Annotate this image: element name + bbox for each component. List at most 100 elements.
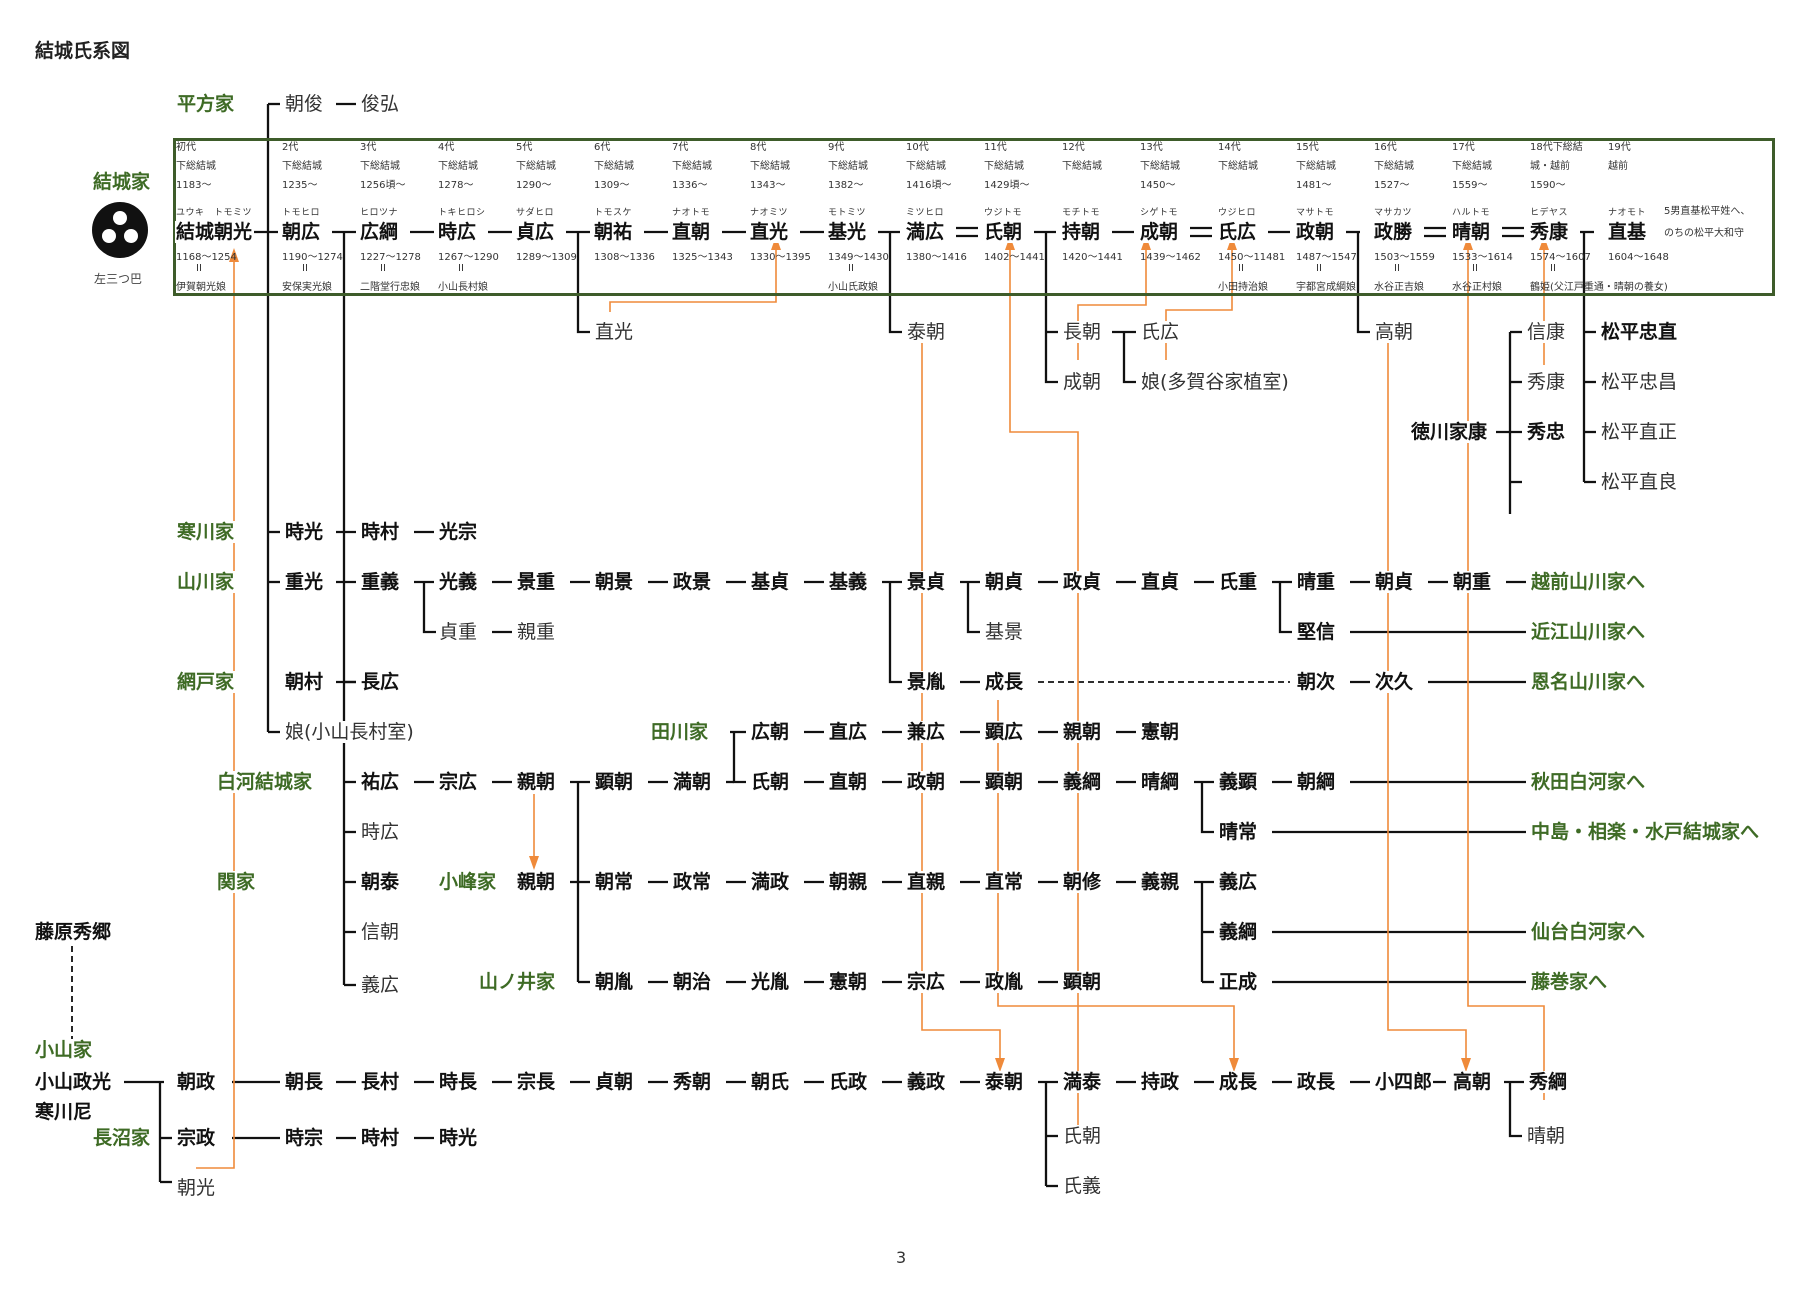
person: 政胤 — [984, 971, 1025, 993]
legend-lifespan: 1325〜1343 — [672, 252, 733, 263]
marriage-mark: II — [848, 263, 854, 274]
person: 義綱 — [1062, 771, 1103, 793]
legend-gen: 2代 — [282, 142, 299, 153]
legend-location: 下総結城 — [516, 161, 556, 172]
person: 政常 — [672, 871, 713, 893]
person: 義綱 — [1218, 921, 1259, 943]
person: 朝長 — [284, 1071, 325, 1093]
legend-location: 下総結城 — [176, 161, 216, 172]
branch-label-naganuma: 長沼家 — [92, 1127, 152, 1149]
branch-destination: 仙台白河家へ — [1530, 921, 1647, 943]
person-matsudaira-tadamasa: 松平忠昌 — [1600, 371, 1679, 393]
person-takatomo: 高朝 — [1374, 321, 1415, 343]
legend-person: 時広 — [437, 221, 478, 243]
branch-destination: 近江山川家へ — [1530, 621, 1647, 643]
legend-gen: 14代 — [1218, 142, 1241, 153]
legend-lifespan: 1503〜1559 — [1374, 252, 1435, 263]
legend-gen: 12代 — [1062, 142, 1085, 153]
legend-lifespan: 1308〜1336 — [594, 252, 655, 263]
marriage-mark: II — [1238, 263, 1244, 274]
legend-person: 満広 — [905, 221, 946, 243]
person: 直貞 — [1140, 571, 1181, 593]
legend-location: 下総結城 — [282, 161, 322, 172]
person: 朝重 — [1452, 571, 1493, 593]
person: 晴重 — [1296, 571, 1337, 593]
legend-lifespan: 1420〜1441 — [1062, 252, 1123, 263]
person: 兼広 — [906, 721, 947, 743]
person-mitsumune: 光宗 — [438, 521, 479, 543]
person: 正成 — [1218, 971, 1259, 993]
legend-person: 広綱 — [359, 221, 400, 243]
person: 景重 — [516, 571, 557, 593]
legend-person: 氏朝 — [983, 221, 1024, 243]
legend-gen: 18代下総結 — [1530, 142, 1583, 153]
legend-location: 下総結城 — [906, 161, 946, 172]
marriage-mark: II — [1316, 263, 1322, 274]
person: 時長 — [438, 1071, 479, 1093]
person: 義顕 — [1218, 771, 1259, 793]
person: 朝修 — [1062, 871, 1103, 893]
branch-label-yamakawa: 山川家 — [176, 571, 236, 593]
legend-start-year: 1183〜 — [176, 180, 212, 191]
person: 氏政 — [828, 1071, 869, 1093]
mitsudomoe-crest-icon — [92, 202, 148, 258]
person: 朝氏 — [750, 1071, 791, 1093]
branch-label-komine: 小峰家 — [438, 871, 498, 893]
legend-spouse: 伊賀朝光娘 — [176, 282, 226, 293]
legend-lifespan: 1168〜1254 — [176, 252, 237, 263]
legend-reading: ハルトモ — [1452, 208, 1491, 218]
legend-location: 城・越前 — [1530, 161, 1570, 172]
legend-gen: 初代 — [176, 142, 196, 153]
person-tokimune: 時宗 — [284, 1127, 325, 1149]
legend-reading: モチトモ — [1062, 208, 1101, 218]
legend-reading: シゲトモ — [1140, 208, 1179, 218]
person: 氏重 — [1218, 571, 1259, 593]
branch-label-yamanoi: 山ノ井家 — [478, 971, 557, 993]
legend-lifespan: 1574〜1607 — [1530, 252, 1591, 263]
marriage-mark: II — [458, 263, 464, 274]
legend-lifespan: 1380〜1416 — [906, 252, 967, 263]
legend-location: 下総結城 — [1452, 161, 1492, 172]
person: 親朝 — [516, 871, 557, 893]
legend-start-year: 1278〜 — [438, 180, 474, 191]
marriage-mark: II — [1550, 263, 1556, 274]
person: 晴綱 — [1140, 771, 1181, 793]
crest-caption: 左三つ巴 — [94, 272, 143, 286]
person: 高朝 — [1452, 1071, 1493, 1093]
person-fujiwara-hidesato: 藤原秀郷 — [34, 921, 113, 943]
legend-start-year: 1382〜 — [828, 180, 864, 191]
legend-reading: ナオトモ — [672, 208, 711, 218]
legend-spouse: 二階堂行忠娘 — [360, 282, 420, 293]
person-tomoyasu: 朝泰 — [360, 871, 401, 893]
legend-person: 成朝 — [1139, 221, 1180, 243]
person: 憲朝 — [828, 971, 869, 993]
branch-destination: 秋田白河家へ — [1530, 771, 1647, 793]
person: 宗広 — [906, 971, 947, 993]
branch-label-tagawa: 田川家 — [650, 721, 710, 743]
person: 泰朝 — [984, 1071, 1025, 1093]
person: 政朝 — [906, 771, 947, 793]
legend-person: 秀康 — [1529, 221, 1570, 243]
legend-location: 下総結城 — [360, 161, 400, 172]
person-munemasa: 宗政 — [176, 1127, 217, 1149]
person: 小四郎 — [1374, 1071, 1434, 1093]
legend-start-year: 1256頃〜 — [360, 180, 406, 191]
legend-reading: ヒデヤス — [1530, 208, 1569, 218]
legend-gen: 11代 — [984, 142, 1007, 153]
legend-gen: 4代 — [438, 142, 455, 153]
legend-person: 氏広 — [1217, 221, 1258, 243]
legend-person: 晴朝 — [1451, 221, 1492, 243]
legend-start-year: 1290〜 — [516, 180, 552, 191]
person-matsudaira-tadanao: 松平忠直 — [1600, 321, 1679, 343]
legend-reading: トモスケ — [594, 208, 633, 218]
legend-reading: トキヒロシ — [438, 208, 486, 218]
branch-label-seki: 関家 — [216, 871, 257, 893]
legend-gen: 5代 — [516, 142, 533, 153]
person: 満政 — [750, 871, 791, 893]
legend-note-1: 5男直基松平姓へ、 — [1664, 206, 1751, 217]
legend-person: 貞広 — [515, 221, 556, 243]
person: 次久 — [1374, 671, 1415, 693]
legend-location: 下総結城 — [594, 161, 634, 172]
person: 景胤 — [906, 671, 947, 693]
